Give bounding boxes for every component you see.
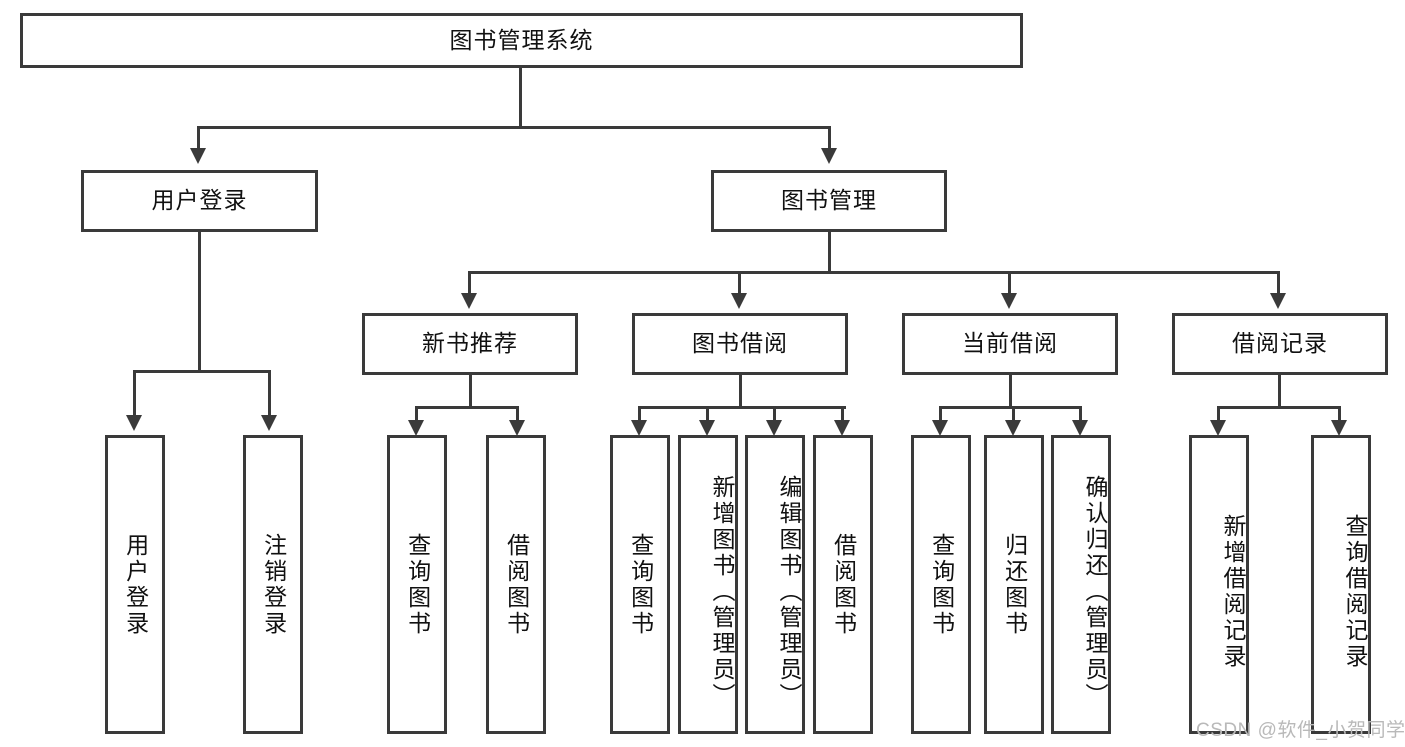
- arrow-to-leaf-query-book-a: [408, 420, 424, 436]
- arrow-to-leaf-add-record: [1210, 420, 1226, 436]
- connector-bookmgmt-drop-1: [468, 271, 471, 293]
- connector-currentborrow-stem: [1009, 375, 1012, 406]
- leaf-user-login[interactable]: 用户登录: [105, 435, 165, 734]
- arrow-to-book-borrow: [731, 293, 747, 309]
- arrow-to-leaf-add-book: [699, 420, 715, 436]
- node-label: 查询借阅记录: [1342, 513, 1368, 670]
- node-root-system[interactable]: 图书管理系统: [20, 13, 1023, 68]
- connector-root-drop-2: [828, 126, 831, 148]
- connector-currentborrow-drop-3: [1079, 406, 1082, 420]
- node-label: 当前借阅: [962, 330, 1058, 357]
- arrow-to-user-login: [190, 148, 206, 164]
- connector-bookmgmt-stem: [828, 232, 831, 271]
- node-label: 图书借阅: [692, 330, 788, 357]
- connector-userlogin-drop-1: [133, 370, 136, 415]
- node-label: 归还图书: [1001, 532, 1028, 637]
- node-label: 新书推荐: [422, 330, 518, 357]
- connector-borrowrecord-bar: [1217, 406, 1341, 409]
- connector-root-bar: [197, 126, 831, 129]
- node-label: 图书管理: [781, 187, 877, 214]
- node-label: 确认归还（管理员）: [1082, 474, 1108, 709]
- arrow-to-leaf-logout: [261, 415, 277, 431]
- arrow-to-leaf-borrow-book-a: [509, 420, 525, 436]
- connector-bookmgmt-drop-4: [1277, 271, 1280, 293]
- connector-borrowrecord-drop-2: [1338, 406, 1341, 420]
- node-label: 注销登录: [260, 532, 287, 637]
- node-label: 新增图书（管理员）: [709, 474, 735, 709]
- node-user-login[interactable]: 用户登录: [81, 170, 318, 232]
- arrow-to-book-mgmt: [821, 148, 837, 164]
- csdn-watermark: CSDN @软件_小贺同学: [1196, 720, 1405, 741]
- connector-bookborrow-drop-2: [706, 406, 709, 420]
- connector-bookborrow-drop-4: [841, 406, 844, 420]
- node-borrow-record[interactable]: 借阅记录: [1172, 313, 1388, 375]
- connector-bookborrow-stem: [739, 375, 742, 406]
- connector-userlogin-bar: [133, 370, 271, 373]
- leaf-query-book-rec[interactable]: 查询图书: [387, 435, 447, 734]
- arrow-to-current-borrow: [1001, 293, 1017, 309]
- node-label: 借阅图书: [503, 532, 530, 637]
- node-new-book-recommend[interactable]: 新书推荐: [362, 313, 578, 375]
- leaf-return-book[interactable]: 归还图书: [984, 435, 1044, 734]
- node-label: 借阅图书: [830, 532, 857, 637]
- connector-bookborrow-bar: [638, 406, 846, 409]
- connector-currentborrow-bar: [939, 406, 1082, 409]
- leaf-confirm-return[interactable]: 确认归还（管理员）: [1051, 435, 1111, 734]
- node-current-borrow[interactable]: 当前借阅: [902, 313, 1118, 375]
- connector-root-drop-1: [197, 126, 200, 148]
- node-label: 新增借阅记录: [1220, 513, 1246, 670]
- connector-root-stem: [519, 68, 522, 126]
- node-label: 借阅记录: [1232, 330, 1328, 357]
- leaf-edit-book-admin[interactable]: 编辑图书（管理员）: [745, 435, 805, 734]
- arrow-to-leaf-borrow-book-b: [834, 420, 850, 436]
- leaf-query-book-cur[interactable]: 查询图书: [911, 435, 971, 734]
- connector-userlogin-stem: [198, 232, 201, 370]
- node-label: 查询图书: [928, 532, 955, 637]
- arrow-to-leaf-query-book-b: [631, 420, 647, 436]
- connector-bookmgmt-bar: [468, 271, 1280, 274]
- node-label: 编辑图书（管理员）: [776, 474, 802, 709]
- connector-bookmgmt-drop-2: [738, 271, 741, 293]
- leaf-logout[interactable]: 注销登录: [243, 435, 303, 734]
- node-label: 查询图书: [404, 532, 431, 637]
- connector-newbook-stem: [469, 375, 472, 406]
- arrow-to-leaf-return-book: [1005, 420, 1021, 436]
- node-book-borrow[interactable]: 图书借阅: [632, 313, 848, 375]
- connector-bookborrow-drop-3: [773, 406, 776, 420]
- arrow-to-leaf-query-record: [1331, 420, 1347, 436]
- connector-newbook-drop-2: [516, 406, 519, 420]
- leaf-add-book-admin[interactable]: 新增图书（管理员）: [678, 435, 738, 734]
- leaf-borrow-book-rec[interactable]: 借阅图书: [486, 435, 546, 734]
- leaf-query-borrow-rec[interactable]: 查询借阅记录: [1311, 435, 1371, 734]
- node-label: 用户登录: [122, 532, 149, 637]
- node-label: 图书管理系统: [449, 26, 594, 53]
- leaf-borrow-book-brw[interactable]: 借阅图书: [813, 435, 873, 734]
- node-label: 用户登录: [151, 187, 248, 214]
- node-label: 查询图书: [627, 532, 654, 637]
- leaf-query-book-brw[interactable]: 查询图书: [610, 435, 670, 734]
- arrow-to-borrow-record: [1270, 293, 1286, 309]
- connector-bookmgmt-drop-3: [1008, 271, 1011, 293]
- arrow-to-leaf-user-login: [126, 415, 142, 431]
- node-book-management[interactable]: 图书管理: [711, 170, 947, 232]
- connector-currentborrow-drop-1: [939, 406, 942, 420]
- connector-borrowrecord-stem: [1278, 375, 1281, 406]
- arrow-to-leaf-edit-book: [766, 420, 782, 436]
- connector-currentborrow-drop-2: [1012, 406, 1015, 420]
- connector-newbook-bar: [415, 406, 519, 409]
- connector-newbook-drop-1: [415, 406, 418, 420]
- leaf-add-borrow-rec[interactable]: 新增借阅记录: [1189, 435, 1249, 734]
- arrow-to-new-book-rec: [461, 293, 477, 309]
- connector-bookborrow-drop-1: [638, 406, 641, 420]
- arrow-to-leaf-confirm-return: [1072, 420, 1088, 436]
- connector-userlogin-drop-2: [268, 370, 271, 415]
- connector-borrowrecord-drop-1: [1217, 406, 1220, 420]
- arrow-to-leaf-query-book-c: [932, 420, 948, 436]
